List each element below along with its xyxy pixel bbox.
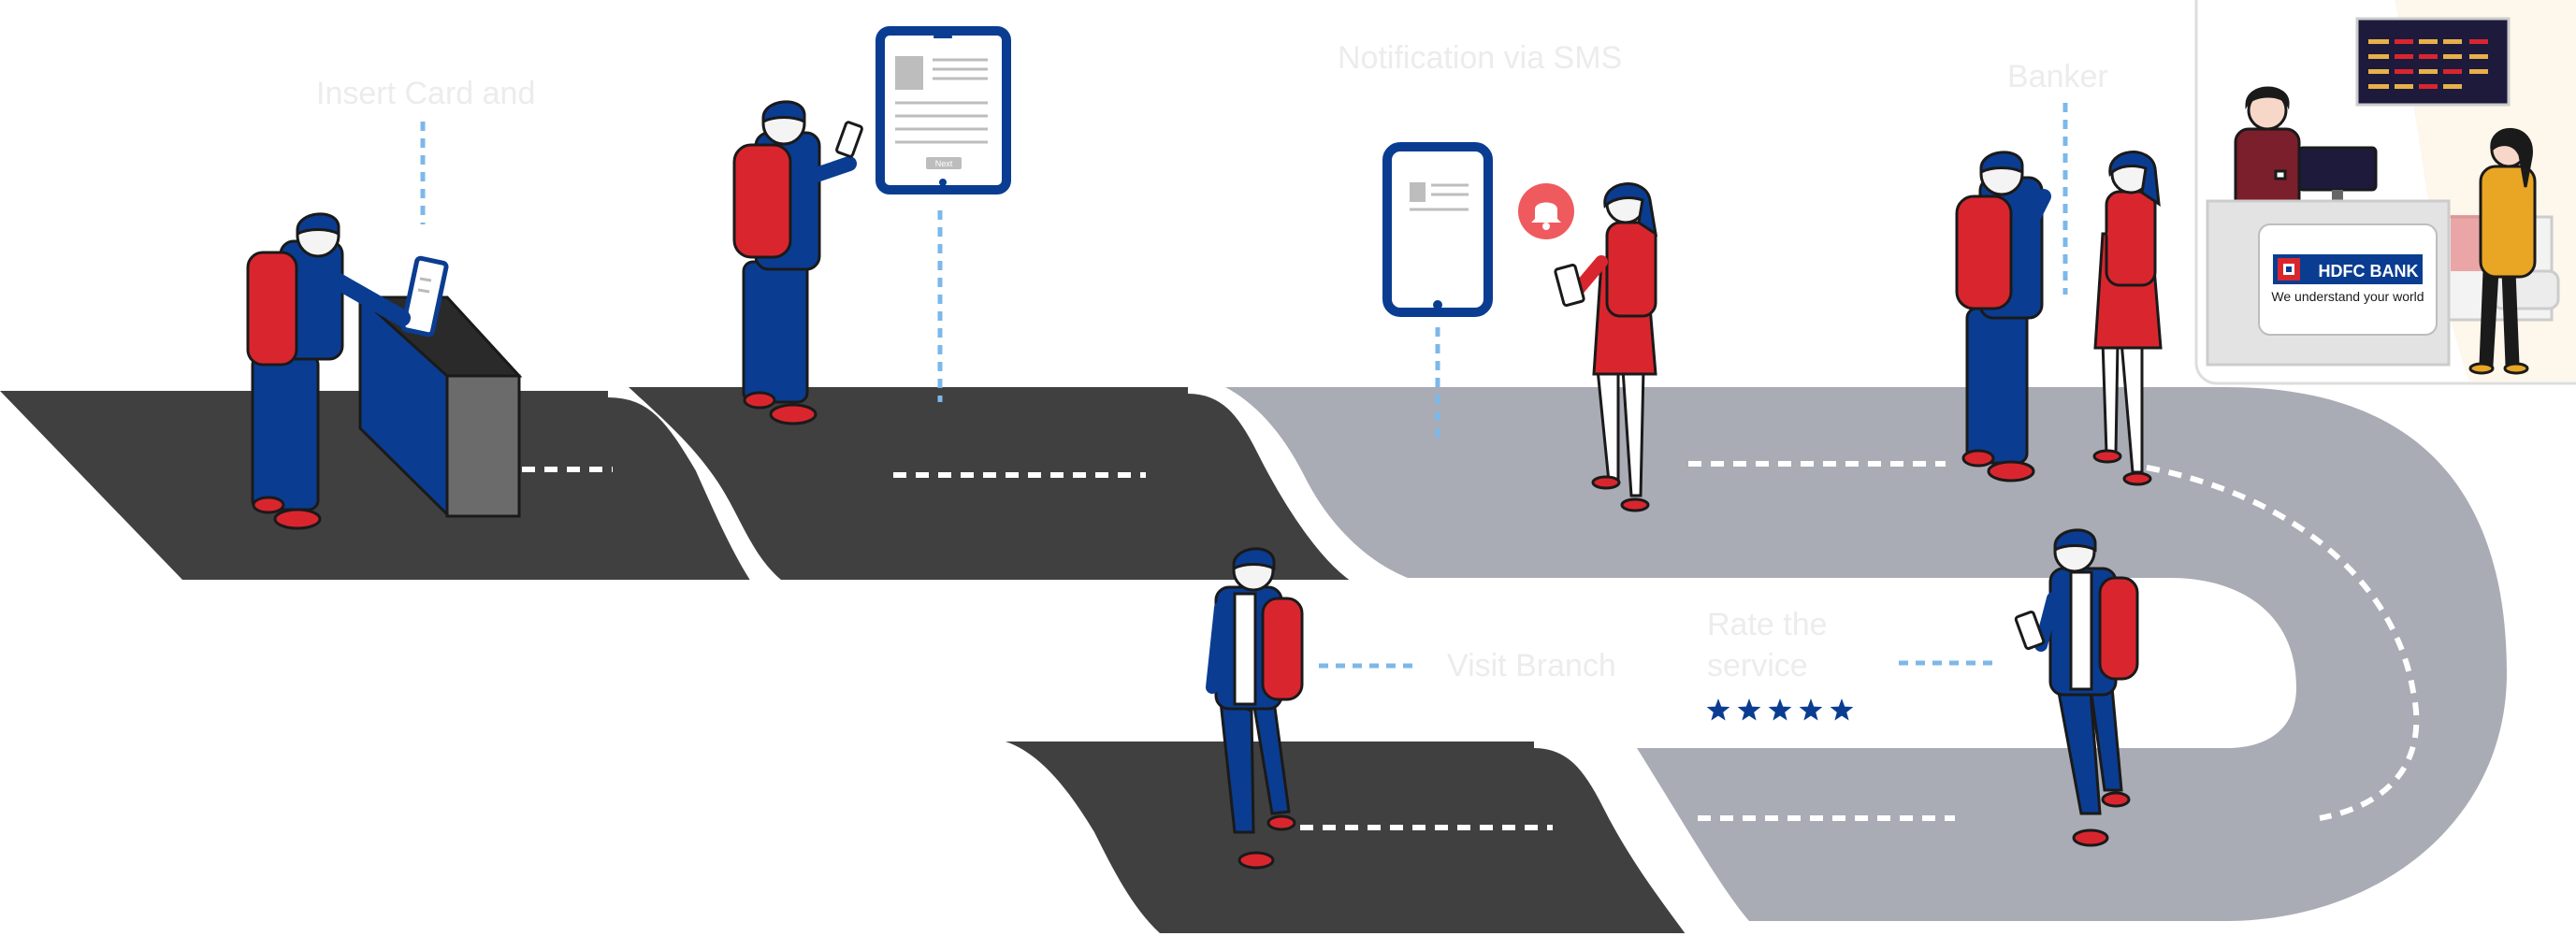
woman-with-phone [1554, 182, 1658, 512]
rating-stars [1706, 698, 1854, 721]
banker-woman [2092, 151, 2163, 486]
customer-with-banker [1955, 151, 2051, 482]
walking-customer [1206, 547, 1304, 870]
rating-star-icon [1830, 698, 1854, 721]
kiosk-next-button [926, 157, 962, 169]
departure-board [2355, 17, 2511, 107]
customer-at-kiosk [246, 212, 411, 530]
step-label-service: service [1707, 648, 1808, 684]
kiosk-tablet [400, 255, 449, 338]
step-label-banker: Banker [2007, 59, 2108, 94]
road-segment-4 [1006, 735, 1699, 936]
customer-with-phone [732, 100, 863, 425]
step-label-notification: Notification via SMS [1338, 40, 1623, 76]
bank-teller [2234, 86, 2301, 215]
teller-monitor [2297, 146, 2378, 203]
bell-icon [1518, 183, 1574, 239]
bank-tagline: We understand your world [2271, 289, 2424, 304]
rating-star-icon [1768, 698, 1792, 721]
road-segment-3 [1225, 387, 2507, 921]
road-segment-2 [629, 381, 1365, 586]
rating-customer [2014, 528, 2139, 847]
branch-panel: HDFC BANK We understand your world [2194, 0, 2576, 385]
rating-star-icon [1737, 698, 1761, 721]
step-label-visit-branch: Visit Branch [1447, 648, 1616, 684]
lane-markings [522, 461, 2420, 830]
bank-sign: HDFC BANK We understand your world [2258, 223, 2438, 336]
kiosk-next-label: Next [935, 159, 953, 168]
rating-star-icon [1799, 698, 1823, 721]
step-label-rate: Rate the [1707, 607, 1828, 642]
form-tablet-icon: Next [876, 26, 1011, 194]
rating-star-icon [1706, 698, 1730, 721]
sms-phone-icon [1382, 142, 1493, 317]
connector-lines [420, 103, 2068, 669]
branch-visitor [2468, 127, 2537, 375]
hdfc-logo [2278, 258, 2300, 281]
step-label-insert-card: Insert Card and [316, 76, 536, 111]
bank-name: HDFC BANK [2319, 262, 2419, 281]
card-kiosk [356, 255, 523, 518]
